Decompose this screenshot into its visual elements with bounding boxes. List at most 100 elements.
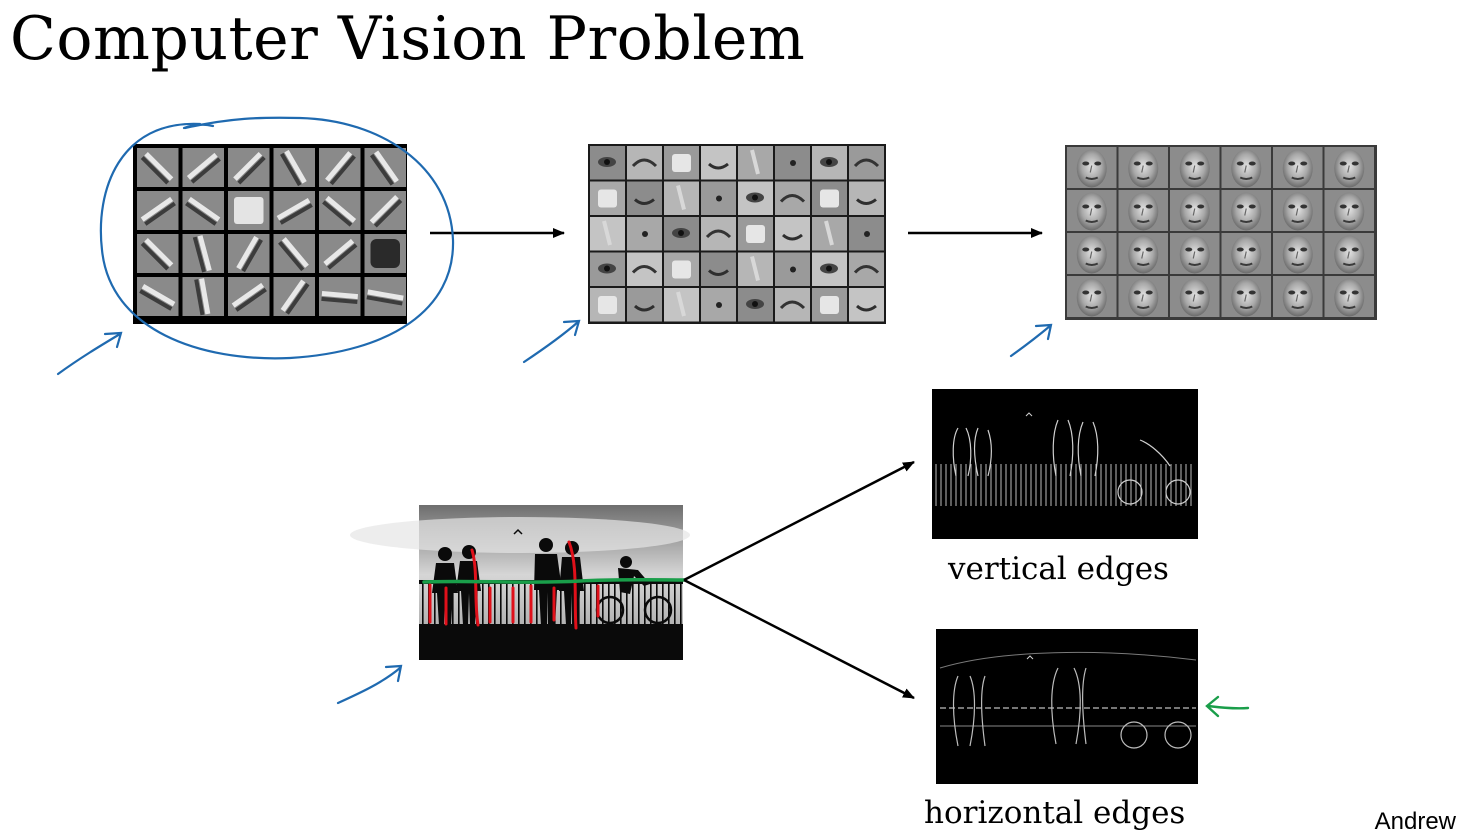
edge-filter-cell: [182, 234, 224, 273]
face-cell: [1170, 276, 1220, 317]
face-cell: [1273, 190, 1323, 231]
edge-filter-cell: [319, 234, 361, 273]
face-part-cell: [627, 288, 662, 322]
vertical-edges-image: [932, 389, 1198, 539]
face-cell: [1273, 147, 1323, 188]
face-part-cell: [849, 252, 884, 286]
face-part-cell: [664, 217, 699, 251]
arrow-to-horizontal-edges: [683, 578, 915, 700]
face-part-cell: [812, 252, 847, 286]
face-cell: [1170, 147, 1220, 188]
tick-annotation: [182, 123, 215, 130]
face-part-cell: [701, 146, 736, 180]
edge-filter-cell: [273, 234, 315, 273]
face-cell: [1221, 233, 1271, 274]
author-footer: Andrew: [1374, 808, 1456, 835]
horizontal-edges-image: [936, 629, 1198, 784]
edge-filter-cell: [319, 277, 361, 316]
edge-filter-cell: [228, 191, 270, 230]
edge-filter-cell: [273, 148, 315, 187]
face-cell: [1221, 147, 1271, 188]
face-part-cell: [664, 181, 699, 215]
edge-filter-cell: [273, 277, 315, 316]
face-cell: [1273, 276, 1323, 317]
face-part-cell: [775, 146, 810, 180]
face-cell: [1118, 276, 1168, 317]
face-part-cell: [849, 181, 884, 215]
pointer-arrow-2: [522, 319, 581, 364]
face-cell: [1324, 233, 1374, 274]
edge-filter-cell: [137, 191, 179, 230]
edge-filter-cell: [319, 191, 361, 230]
face-part-cell: [738, 288, 773, 322]
face-part-cell: [775, 217, 810, 251]
edge-filter-cell: [364, 148, 406, 187]
face-cell: [1170, 233, 1220, 274]
face-part-cell: [701, 217, 736, 251]
face-part-cell: [664, 146, 699, 180]
face-part-cell: [849, 288, 884, 322]
face-part-cell: [590, 252, 625, 286]
face-part-cell: [590, 217, 625, 251]
face-cell: [1324, 190, 1374, 231]
slide-title: Computer Vision Problem: [10, 4, 806, 74]
green-pointer-annotation: [1205, 695, 1250, 718]
edge-filter-cell: [137, 277, 179, 316]
faces-grid: [1065, 145, 1377, 320]
arrow-to-vertical-edges: [683, 460, 915, 582]
pointer-arrow-3: [1009, 323, 1053, 358]
edge-filter-cell: [182, 191, 224, 230]
edge-filter-cell: [137, 148, 179, 187]
face-part-cell: [738, 252, 773, 286]
face-part-cell: [627, 181, 662, 215]
face-cell: [1221, 190, 1271, 231]
blue-annotations: [56, 116, 1053, 705]
edge-filter-cell: [228, 277, 270, 316]
horizontal-edges-caption: horizontal edges: [924, 795, 1186, 831]
face-part-cell: [812, 181, 847, 215]
face-part-cell: [849, 217, 884, 251]
edge-filter-cell: [364, 277, 406, 316]
input-photo: [350, 505, 690, 660]
face-cell: [1118, 147, 1168, 188]
edge-filter-cell: [182, 148, 224, 187]
edge-filter-cell: [228, 148, 270, 187]
edge-filter-cell: [364, 234, 406, 273]
face-cell: [1273, 233, 1323, 274]
face-part-cell: [812, 217, 847, 251]
pointer-arrow-1: [56, 331, 123, 376]
face-part-cell: [775, 288, 810, 322]
face-cell: [1067, 233, 1117, 274]
face-cell: [1170, 190, 1220, 231]
face-part-cell: [738, 146, 773, 180]
face-part-cell: [590, 146, 625, 180]
face-cell: [1067, 276, 1117, 317]
face-part-cell: [775, 181, 810, 215]
face-part-cell: [627, 217, 662, 251]
edge-filter-cell: [228, 234, 270, 273]
face-part-cell: [590, 181, 625, 215]
face-cell: [1324, 276, 1374, 317]
circle-annotation: [99, 116, 455, 360]
pointer-arrow-4: [336, 664, 403, 705]
edge-filter-cell: [364, 191, 406, 230]
face-part-cell: [738, 181, 773, 215]
face-part-cell: [701, 288, 736, 322]
face-part-cell: [701, 181, 736, 215]
edge-filter-cell: [319, 148, 361, 187]
face-part-cell: [812, 288, 847, 322]
face-cell: [1118, 233, 1168, 274]
face-parts-grid: [588, 144, 886, 324]
face-cell: [1067, 190, 1117, 231]
face-part-cell: [701, 252, 736, 286]
face-part-cell: [590, 288, 625, 322]
face-part-cell: [664, 252, 699, 286]
face-part-cell: [664, 288, 699, 322]
face-cell: [1324, 147, 1374, 188]
face-part-cell: [812, 146, 847, 180]
face-cell: [1221, 276, 1271, 317]
face-part-cell: [775, 252, 810, 286]
edge-filters-grid: [133, 144, 407, 324]
edge-filter-cell: [137, 234, 179, 273]
